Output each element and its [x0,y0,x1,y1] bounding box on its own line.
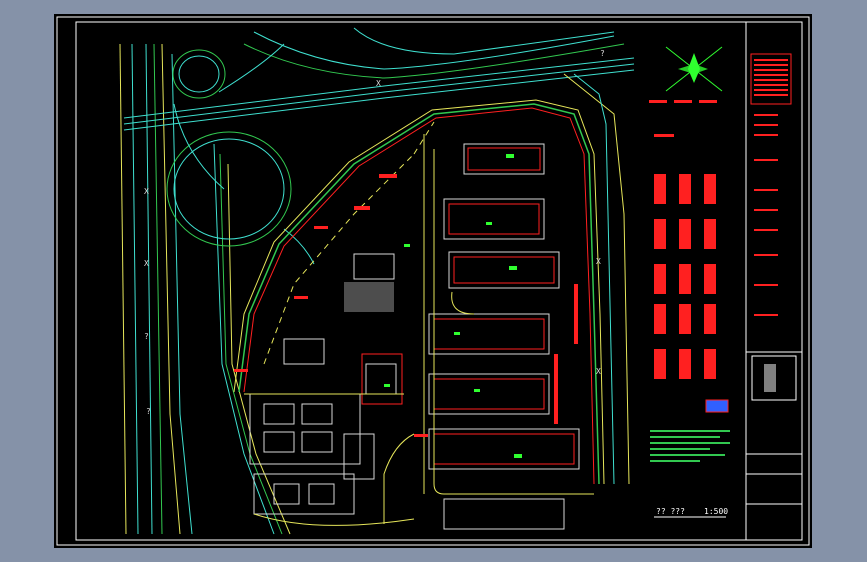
internal-roads [244,134,594,526]
road-q-label-2: ? [144,332,149,341]
inner-border [75,21,803,541]
inner-dashed-line [263,153,415,365]
sheet-scale: 1:500 [704,507,728,516]
road-x-label-2: X [144,187,149,196]
road-x-label-1: X [376,79,381,88]
lower-left-buildings [249,393,375,515]
blue-legend-mark [705,399,729,413]
road-q-label-3: ? [146,407,151,416]
road-x-label-3: X [144,259,149,268]
sheet-title: ?? ??? [656,507,685,516]
interchange-loops [166,43,315,265]
green-markers [384,154,522,458]
outer-border [56,16,810,546]
road-q-label-1: ? [600,49,605,58]
site-boundary [233,73,630,485]
red-annotations [234,174,578,437]
green-legend-lines [650,430,730,462]
north-arrow-icon [665,46,723,92]
title-block [746,53,802,505]
cad-sheet: X X X X X ? ? ? ?? ??? 1:500 [54,14,812,548]
central-complex [283,253,403,405]
road-x-label-5: X [596,367,601,376]
road-x-label-4: X [596,257,601,266]
legend-notes [649,100,717,379]
site-plan-drawing: X X X X X ? ? ? ?? ??? 1:500 [56,16,810,546]
top-road-lines [123,27,635,131]
building-blocks [428,143,580,530]
